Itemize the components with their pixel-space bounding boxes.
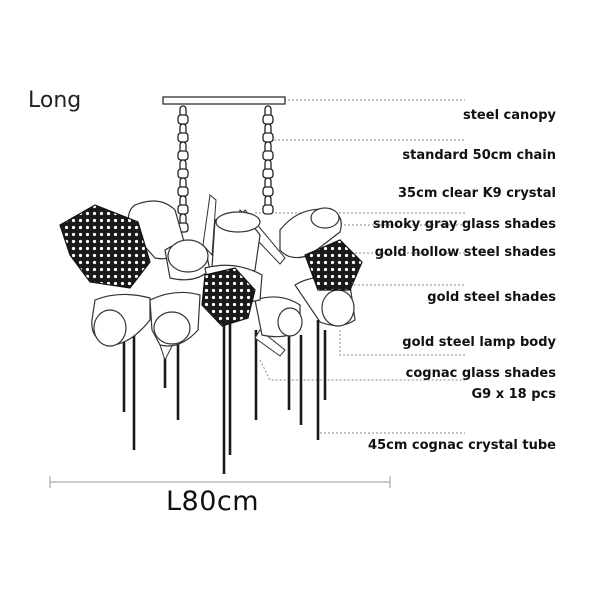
- spec-smoky-gray-shades: smoky gray glass shades: [372, 217, 556, 232]
- steel-canopy: [162, 96, 286, 105]
- chain-link: [177, 114, 189, 125]
- chain-link: [177, 168, 189, 179]
- leader-lines: [255, 99, 465, 434]
- crystal-tubes: [122, 320, 327, 474]
- gold-hollow-steel-shades: [59, 204, 363, 327]
- length-dimension-label: L80cm: [166, 486, 260, 517]
- chain-link: [262, 186, 274, 197]
- chain-link: [262, 168, 274, 179]
- spec-lamp-body: gold steel lamp body: [402, 335, 556, 350]
- dimension-line: [49, 476, 391, 488]
- spec-bulb-count: G9 x 18 pcs: [471, 387, 556, 402]
- chain-left: [177, 105, 189, 233]
- chain-link: [177, 186, 189, 197]
- leader-cognac-shades: [259, 359, 465, 381]
- chain-right: [262, 105, 274, 215]
- chain-link: [177, 132, 189, 143]
- spec-gold-hollow-shades: gold hollow steel shades: [374, 245, 556, 260]
- spec-cognac-shades: cognac glass shades: [405, 366, 556, 381]
- spec-chain: standard 50cm chain: [402, 148, 556, 163]
- spec-clear-crystal: 35cm clear K9 crystal: [398, 186, 556, 201]
- chain-link: [262, 114, 274, 125]
- chain-link: [177, 150, 189, 161]
- variant-label: Long: [28, 88, 82, 113]
- spec-steel-canopy: steel canopy: [462, 108, 556, 123]
- chain-link: [262, 150, 274, 161]
- chain-link: [177, 204, 189, 215]
- spec-crystal-tube: 45cm cognac crystal tube: [368, 438, 556, 453]
- spec-gold-steel-shades: gold steel shades: [427, 290, 556, 305]
- leader-lamp-body: [339, 330, 465, 356]
- chain-link: [262, 132, 274, 143]
- chain-link: [262, 204, 274, 215]
